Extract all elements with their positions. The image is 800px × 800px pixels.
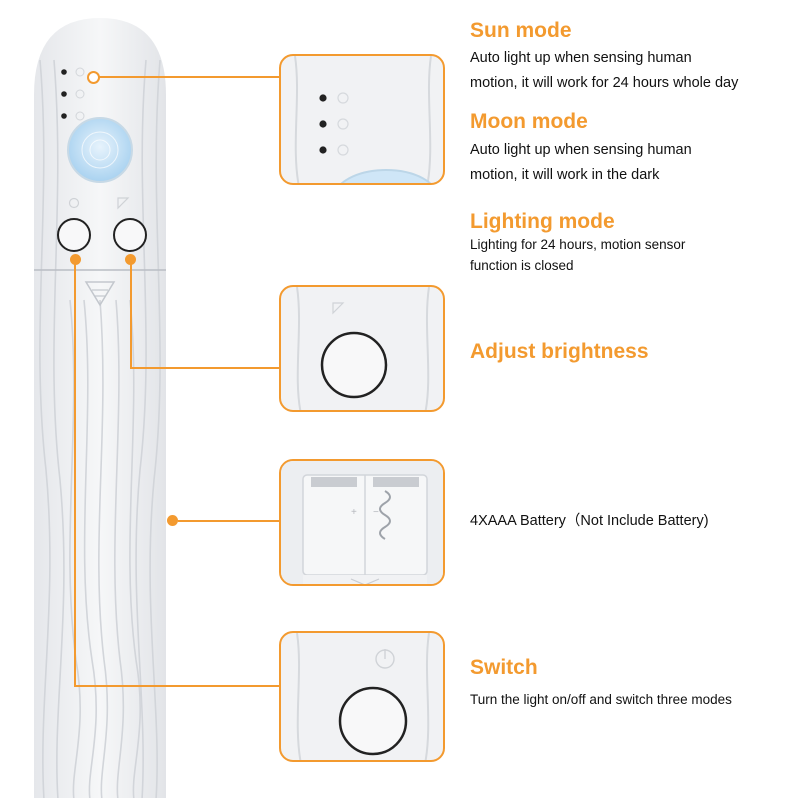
power-button-zoom [338,686,408,756]
indicator-moon-zoom [319,120,327,128]
callout-mode-indicators [279,54,445,185]
adjust-brightness-title: Adjust brightness [470,340,649,363]
indicator-sun [61,69,67,75]
sun-mode-desc-2: motion, it will work for 24 hours whole … [470,75,739,91]
callout-battery-art: + − [281,461,443,584]
callout-battery: + − [279,459,445,586]
bulb-icon [337,144,349,156]
connector-line-switch-v [74,262,76,686]
connector-line-switch-h [74,685,280,687]
lighting-mode-desc-2: function is closed [470,258,574,273]
moon-mode-desc-1: Auto light up when sensing human [470,142,692,158]
moon-mode-title: Moon mode [470,110,588,133]
brightness-button-zoom [320,331,388,399]
callout-switch-art [296,633,430,760]
callout-switch-button [279,631,445,762]
battery-desc: 4XAAA Battery（Not Include Battery) [470,513,709,529]
connector-line-brightness-v [130,262,132,369]
switch-title: Switch [470,656,538,679]
callout-brightness-art [296,287,430,410]
indicator-lighting-zoom [319,146,327,154]
svg-text:+: + [351,507,357,518]
sensor-zoom [340,169,432,183]
callout-mode-art [294,56,432,183]
connector-dot-battery [167,515,178,526]
indicator-lighting [61,113,67,119]
power-icon [68,197,80,209]
connector-line-battery [178,520,280,522]
moon-mode-desc-2: motion, it will work in the dark [470,167,660,183]
connector-dot-switch [70,254,81,265]
lighting-mode-title: Lighting mode [470,210,615,233]
connector-line-brightness-h [130,367,280,369]
callout-brightness-button [279,285,445,412]
motion-sensor [67,117,133,183]
lighting-mode-desc-1: Lighting for 24 hours, motion sensor [470,237,686,252]
battery-spring [379,490,391,540]
svg-text:−: − [373,507,379,518]
connector-line-mode [99,76,282,78]
sun-mode-desc-1: Auto light up when sensing human [470,50,692,66]
indicator-moon [61,91,67,97]
connector-dot-brightness [125,254,136,265]
sun-icon [337,92,349,104]
moon-icon [337,118,349,130]
power-button [57,218,91,252]
switch-desc: Turn the light on/off and switch three m… [470,692,732,707]
sun-mode-title: Sun mode [470,19,572,42]
indicator-sun-zoom [319,94,327,102]
brightness-button [113,218,147,252]
brightness-icon [117,197,130,210]
